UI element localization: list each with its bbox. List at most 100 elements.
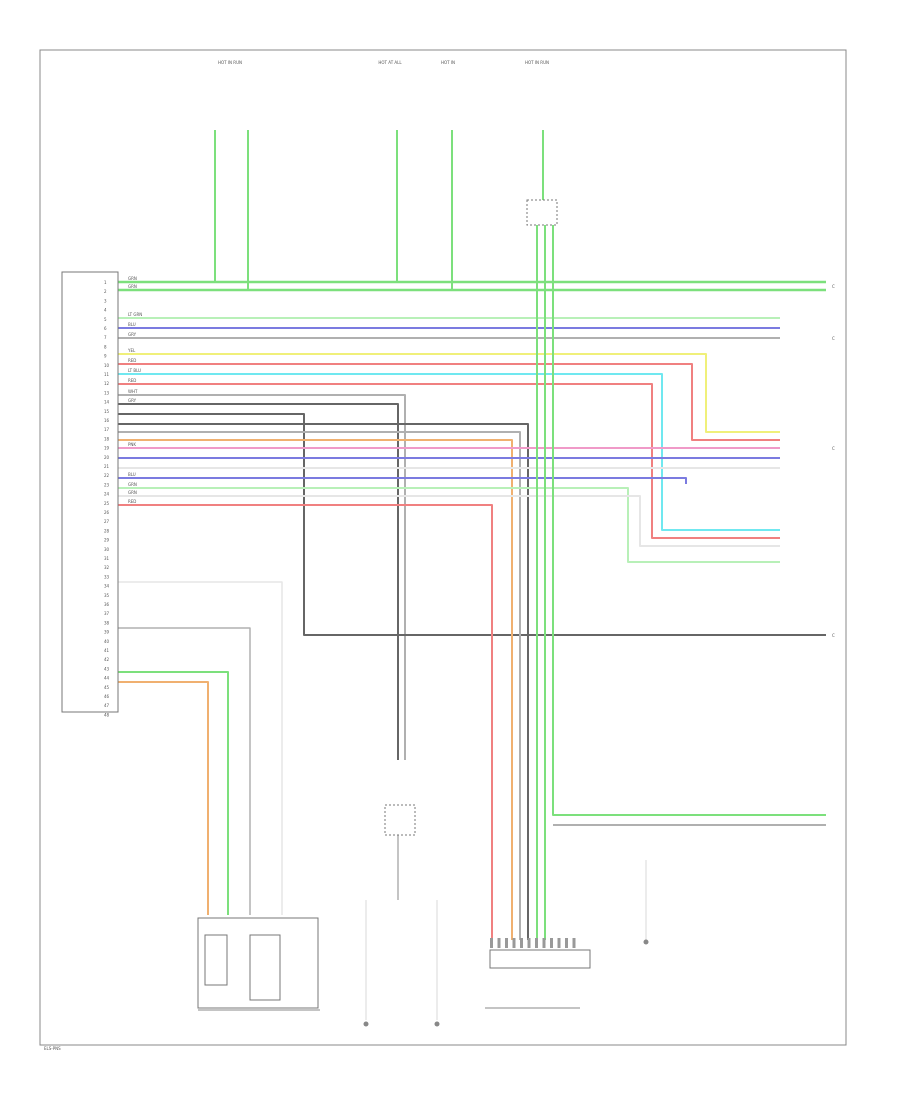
control-module-box bbox=[61, 271, 119, 713]
ecu-pin-label: 21 bbox=[104, 464, 110, 469]
ecu-pin-label: 23 bbox=[104, 482, 110, 487]
connector-pin bbox=[520, 938, 523, 948]
connector-pin bbox=[490, 938, 493, 948]
ecu-pin-label: 19 bbox=[104, 446, 110, 451]
ecu-pin-label: 40 bbox=[104, 639, 110, 644]
wire-red-3 bbox=[118, 504, 493, 940]
ecu-pin-column: 1234567891011121314151617181920212223242… bbox=[104, 280, 110, 717]
wire-color-tag: YEL bbox=[127, 348, 136, 353]
ecu-pin-label: 8 bbox=[104, 344, 107, 349]
ecu-pin-label: 45 bbox=[104, 685, 110, 690]
ground-point-2 bbox=[434, 1021, 440, 1027]
ecu-pin-label: 39 bbox=[104, 630, 110, 635]
wire-color-tag: GRN bbox=[128, 490, 137, 495]
connector-pin bbox=[542, 938, 546, 948]
wire-white-2 bbox=[118, 495, 780, 547]
connector-pin bbox=[505, 938, 508, 948]
ecu-pin-label: 10 bbox=[104, 363, 110, 368]
wire-lower-2 bbox=[118, 627, 251, 915]
ecu-pin-label: 4 bbox=[104, 308, 107, 313]
ecu-pin-label: 36 bbox=[104, 602, 110, 607]
wire-color-tag: GRN bbox=[128, 284, 137, 289]
wire-color-tag: WHT bbox=[128, 389, 138, 394]
ecu-pin-label: 47 bbox=[104, 703, 110, 708]
right-end-label: C bbox=[832, 446, 835, 451]
wire-color-tag: GRN bbox=[128, 276, 137, 281]
fuse-block-header: HOT AT ALL bbox=[378, 60, 402, 65]
wire-lower-4 bbox=[118, 681, 209, 915]
ecu-pin-label: 29 bbox=[104, 538, 110, 543]
ground-point-1 bbox=[363, 1021, 369, 1027]
wire-color-tag: RED bbox=[128, 378, 136, 383]
connector-pin bbox=[557, 938, 561, 948]
ecu-pin-label: 15 bbox=[104, 409, 110, 414]
connector-pin bbox=[497, 938, 501, 948]
ecu-pin-label: 3 bbox=[104, 298, 107, 303]
wire-dkgray-3 bbox=[118, 423, 529, 940]
wire-red-1 bbox=[118, 363, 780, 441]
ecu-pin-label: 42 bbox=[104, 657, 110, 662]
wire-color-tag: GRN bbox=[128, 482, 137, 487]
bottom-connector-box bbox=[489, 949, 591, 969]
top-fuse-labels: HOT IN RUN HOT AT ALL HOT IN HOT IN RUN bbox=[218, 60, 549, 65]
ecu-pin-label: 9 bbox=[104, 354, 107, 359]
wire-color-tag: BLU bbox=[128, 472, 136, 477]
ecu-pin-label: 20 bbox=[104, 455, 110, 460]
ecu-pin-label: 24 bbox=[104, 492, 110, 497]
wire-color-tag: LT BLU bbox=[128, 368, 141, 373]
wire-cyan bbox=[118, 373, 780, 531]
fuse-block-header: HOT IN RUN bbox=[525, 60, 549, 65]
wire-color-tag: LT GRN bbox=[128, 312, 142, 317]
ecu-pin-label: 28 bbox=[104, 528, 110, 533]
ecu-pin-label: 38 bbox=[104, 620, 110, 625]
element-a bbox=[204, 934, 228, 986]
diagram-frame bbox=[39, 49, 847, 1046]
ecu-pin-label: 27 bbox=[104, 519, 110, 524]
wire-color-tag: RED bbox=[128, 499, 136, 504]
ecu-pin-label: 5 bbox=[104, 317, 107, 322]
ecu-pin-label: 44 bbox=[104, 676, 110, 681]
ecu-pin-label: 34 bbox=[104, 584, 110, 589]
ecu-pin-label: 46 bbox=[104, 694, 110, 699]
ecu-pin-label: 26 bbox=[104, 510, 110, 515]
connector-pin bbox=[550, 938, 553, 948]
wire-green-v3 bbox=[552, 225, 826, 816]
ecu-pin-label: 25 bbox=[104, 501, 110, 506]
wire-ltgreen-2 bbox=[118, 487, 780, 563]
ecu-pin-label: 11 bbox=[104, 372, 110, 377]
footer-code: ELS-PNS bbox=[44, 1046, 61, 1051]
right-end-label: C bbox=[832, 633, 835, 638]
ecu-pin-label: 41 bbox=[104, 648, 110, 653]
wire-blue-3 bbox=[118, 477, 687, 484]
seat-heater-component bbox=[197, 917, 319, 1009]
wire-lower-3 bbox=[118, 671, 229, 915]
fuse-block-header: HOT IN RUN bbox=[218, 60, 242, 65]
ecu-pin-label: 13 bbox=[104, 390, 110, 395]
ecu-pin-label: 43 bbox=[104, 666, 110, 671]
wire-orange-1 bbox=[118, 439, 513, 940]
ecu-pin-label: 35 bbox=[104, 593, 110, 598]
fuse-block-header: HOT IN bbox=[441, 60, 455, 65]
ecu-pin-label: 1 bbox=[104, 280, 107, 285]
ecu-pin-label: 33 bbox=[104, 574, 110, 579]
wire-dkgray-2 bbox=[118, 413, 826, 636]
ecu-pin-label: 16 bbox=[104, 418, 110, 423]
wire-color-tag: PNK bbox=[128, 442, 136, 447]
ecu-pin-label: 17 bbox=[104, 427, 110, 432]
wire-red-2 bbox=[118, 383, 780, 539]
connector-pin bbox=[535, 938, 538, 948]
ecu-pin-label: 6 bbox=[104, 326, 107, 331]
wire-gray-1 bbox=[118, 394, 406, 760]
element-b bbox=[249, 934, 281, 1001]
wire-color-tag: GRY bbox=[128, 398, 137, 403]
ecu-pin-label: 7 bbox=[104, 335, 107, 340]
ecu-pin-label: 48 bbox=[104, 712, 110, 717]
ground-point-3 bbox=[643, 939, 649, 945]
ecu-pin-label: 37 bbox=[104, 611, 110, 616]
connector-pin bbox=[565, 938, 568, 948]
right-end-label: C bbox=[832, 336, 835, 341]
wire-gray-2 bbox=[118, 431, 521, 940]
ecu-pin-label: 12 bbox=[104, 381, 110, 386]
ecu-pin-label: 32 bbox=[104, 565, 110, 570]
